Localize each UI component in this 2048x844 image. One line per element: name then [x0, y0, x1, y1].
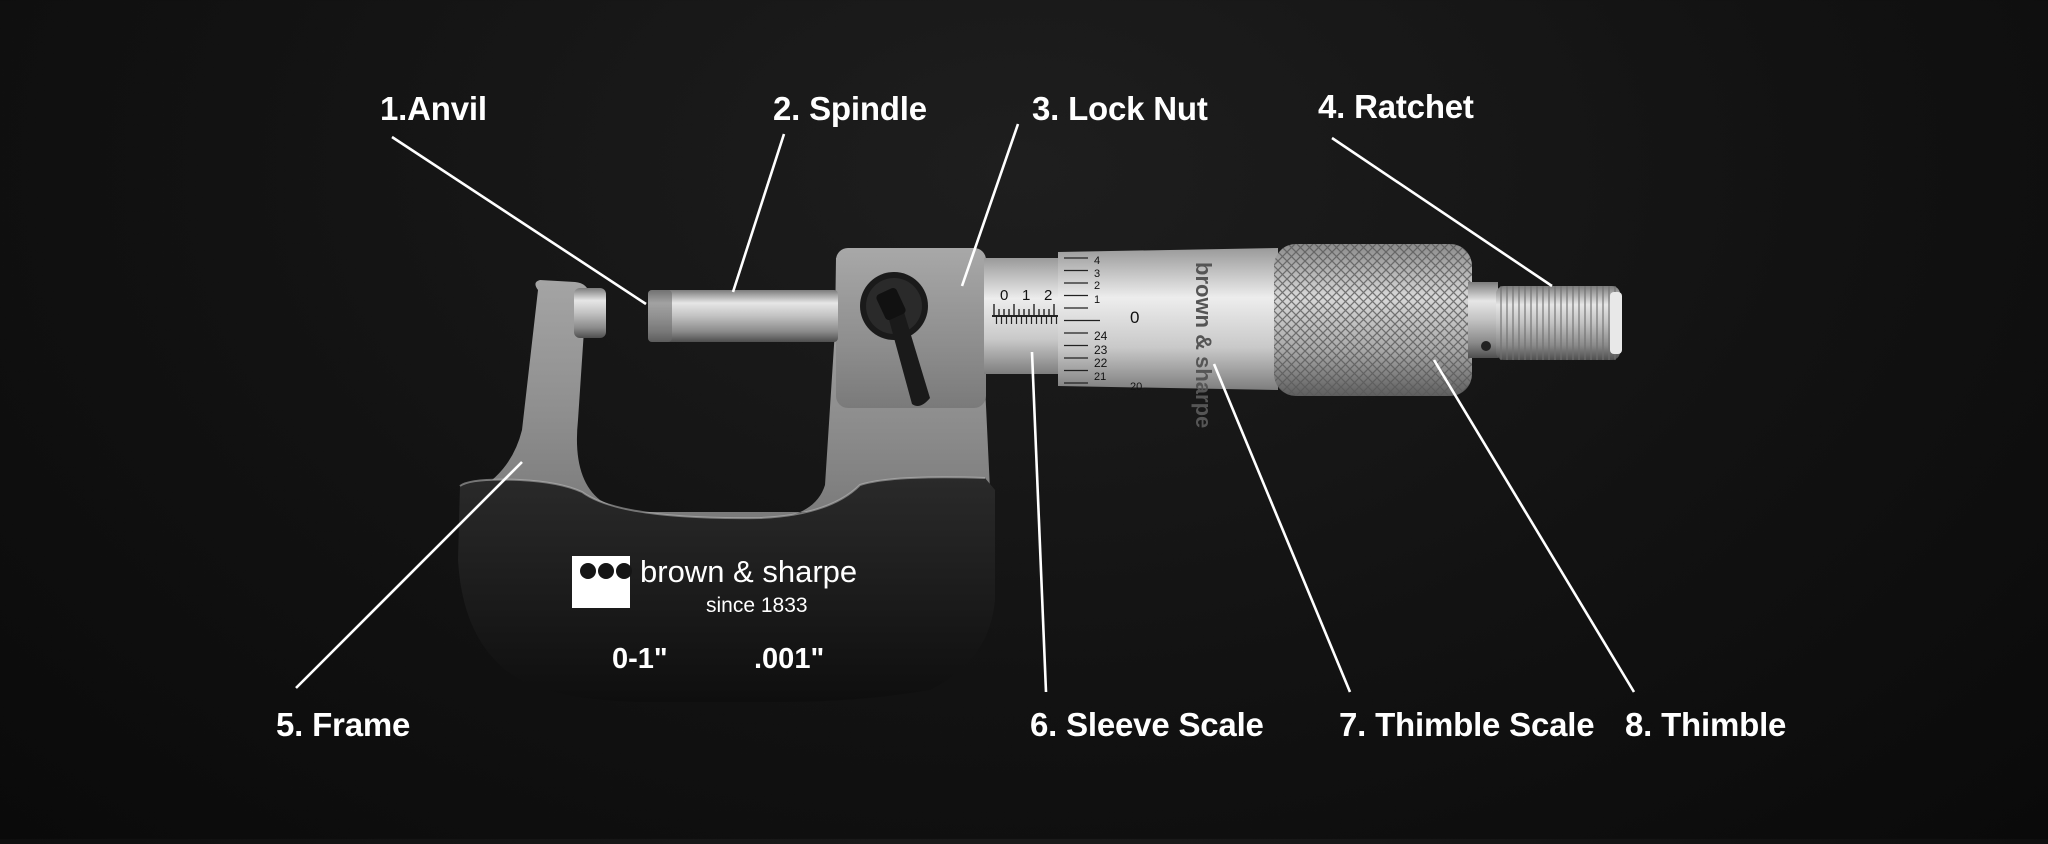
thimble-number: 21	[1094, 371, 1106, 383]
label-thimble: 8. Thimble	[1625, 706, 1787, 743]
frame-range-text: 0-1"	[612, 643, 668, 675]
leader-line-ratchet	[1331, 136, 1553, 288]
thimble-number: 0	[1130, 308, 1139, 327]
ratchet	[1496, 286, 1622, 360]
thimble-number: 2	[1094, 280, 1100, 292]
leader-line-lock-nut	[960, 123, 1020, 287]
label-anvil: 1.Anvil	[380, 90, 487, 127]
leader-line-anvil	[391, 135, 647, 306]
label-spindle: 2. Spindle	[773, 90, 927, 127]
thimble-brand-text: brown & sharpe	[1191, 262, 1216, 428]
leader-line-sleeve-scale	[1030, 351, 1048, 693]
leader-lines	[295, 123, 1636, 693]
thimble-number: 20	[1130, 381, 1142, 393]
thimble-scale	[1058, 248, 1278, 390]
thimble-number: 3	[1094, 268, 1100, 280]
frame-resolution-text: .001"	[754, 643, 824, 675]
sleeve-number: 2	[1044, 287, 1052, 304]
sleeve-number: 1	[1022, 287, 1030, 304]
thimble	[1274, 244, 1498, 396]
label-thimble-scale: 7. Thimble Scale	[1339, 706, 1595, 743]
leader-line-spindle	[731, 133, 786, 293]
thimble-number: 24	[1094, 329, 1108, 343]
anvil	[574, 288, 606, 338]
leader-line-frame	[295, 461, 523, 689]
thimble-number: 1	[1094, 294, 1100, 306]
thimble-scale-ticks	[1064, 257, 1100, 384]
leader-line-thimble	[1432, 359, 1636, 693]
leader-line-thimble-scale	[1212, 363, 1352, 693]
frame-brand-text: brown & sharpe	[640, 554, 857, 589]
thimble-number: 4	[1094, 255, 1100, 267]
sleeve-number: 0	[1000, 287, 1008, 304]
spindle	[648, 290, 838, 342]
sleeve	[984, 258, 1064, 374]
label-sleeve-scale: 6. Sleeve Scale	[1030, 706, 1264, 743]
label-frame: 5. Frame	[276, 706, 411, 743]
label-ratchet: 4. Ratchet	[1318, 88, 1474, 125]
sleeve-scale-ticks	[993, 304, 1063, 324]
frame-since-text: since 1833	[706, 594, 808, 617]
lock-nut	[860, 272, 930, 406]
brand-logo	[572, 556, 632, 608]
thimble-number: 23	[1094, 343, 1108, 357]
thimble-number: 22	[1094, 356, 1108, 370]
label-lock-nut: 3. Lock Nut	[1032, 90, 1208, 127]
